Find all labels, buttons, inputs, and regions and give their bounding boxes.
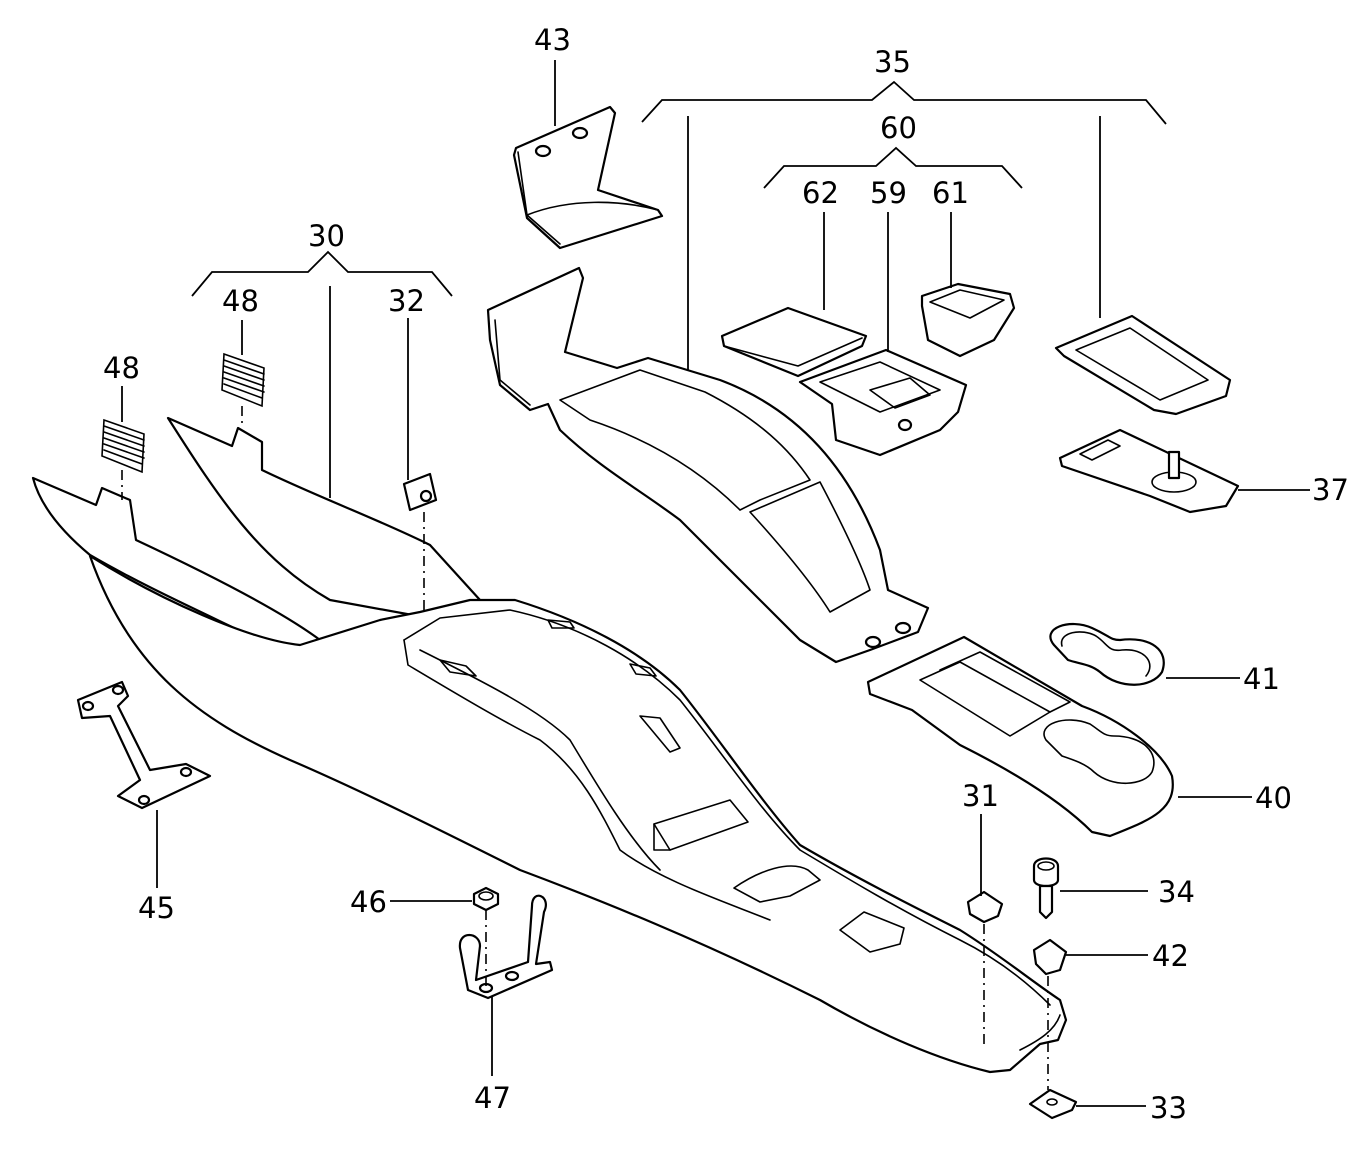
callout-43: 43 [534, 23, 571, 57]
callout-61: 61 [932, 176, 969, 210]
part-47-bracket [458, 894, 554, 1000]
bracket-60 [763, 146, 1023, 189]
callout-48-lower: 48 [103, 351, 140, 385]
callout-60: 60 [880, 111, 917, 145]
part-37-shift-plate [1058, 428, 1240, 514]
part-30-side-panel-inner [166, 416, 482, 622]
callout-35: 35 [874, 45, 911, 79]
part-32-clip [402, 472, 438, 512]
callout-34: 34 [1158, 875, 1195, 909]
callout-45: 45 [138, 891, 175, 925]
callout-31: 31 [962, 779, 999, 813]
bracket-30 [191, 250, 453, 297]
part-62-lid [720, 306, 868, 378]
part-41-cupholder-insert [1049, 623, 1165, 686]
part-33-clip [1028, 1088, 1078, 1120]
main-center-console [88, 554, 1068, 1074]
part-48-pad-upper [221, 352, 265, 408]
callout-40: 40 [1255, 781, 1292, 815]
part-40-rear-cupholder [866, 635, 1174, 838]
bracket-35 [641, 80, 1167, 125]
part-31-clip [966, 890, 1004, 924]
callout-37: 37 [1312, 473, 1349, 507]
callout-46: 46 [350, 885, 387, 919]
part-42-clip-nut [1032, 938, 1068, 976]
part-34-screw [1032, 857, 1060, 920]
callout-33: 33 [1150, 1091, 1187, 1125]
callout-30: 30 [308, 219, 345, 253]
alignment-lines [121, 406, 1049, 1090]
part-43-trim-panel [512, 105, 664, 250]
callout-48-upper: 48 [222, 284, 259, 318]
callout-41: 41 [1243, 662, 1280, 696]
callout-59: 59 [870, 176, 907, 210]
part-35-upper-console-frame [486, 266, 930, 664]
part-61-cup-insert [920, 282, 1016, 358]
part-48-pad-lower [101, 418, 145, 474]
leader-lines [121, 60, 1310, 1107]
callout-47: 47 [474, 1081, 511, 1115]
part-45-bracket [76, 680, 212, 810]
callout-32: 32 [388, 284, 425, 318]
part-59-tray [798, 348, 968, 457]
part-46-nut [472, 886, 500, 912]
callout-42: 42 [1152, 939, 1189, 973]
callout-62: 62 [802, 176, 839, 210]
part-35-shift-bezel [1054, 314, 1232, 416]
callout-labels: 43 35 60 62 59 61 30 48 32 48 37 41 40 3… [103, 23, 1349, 1125]
